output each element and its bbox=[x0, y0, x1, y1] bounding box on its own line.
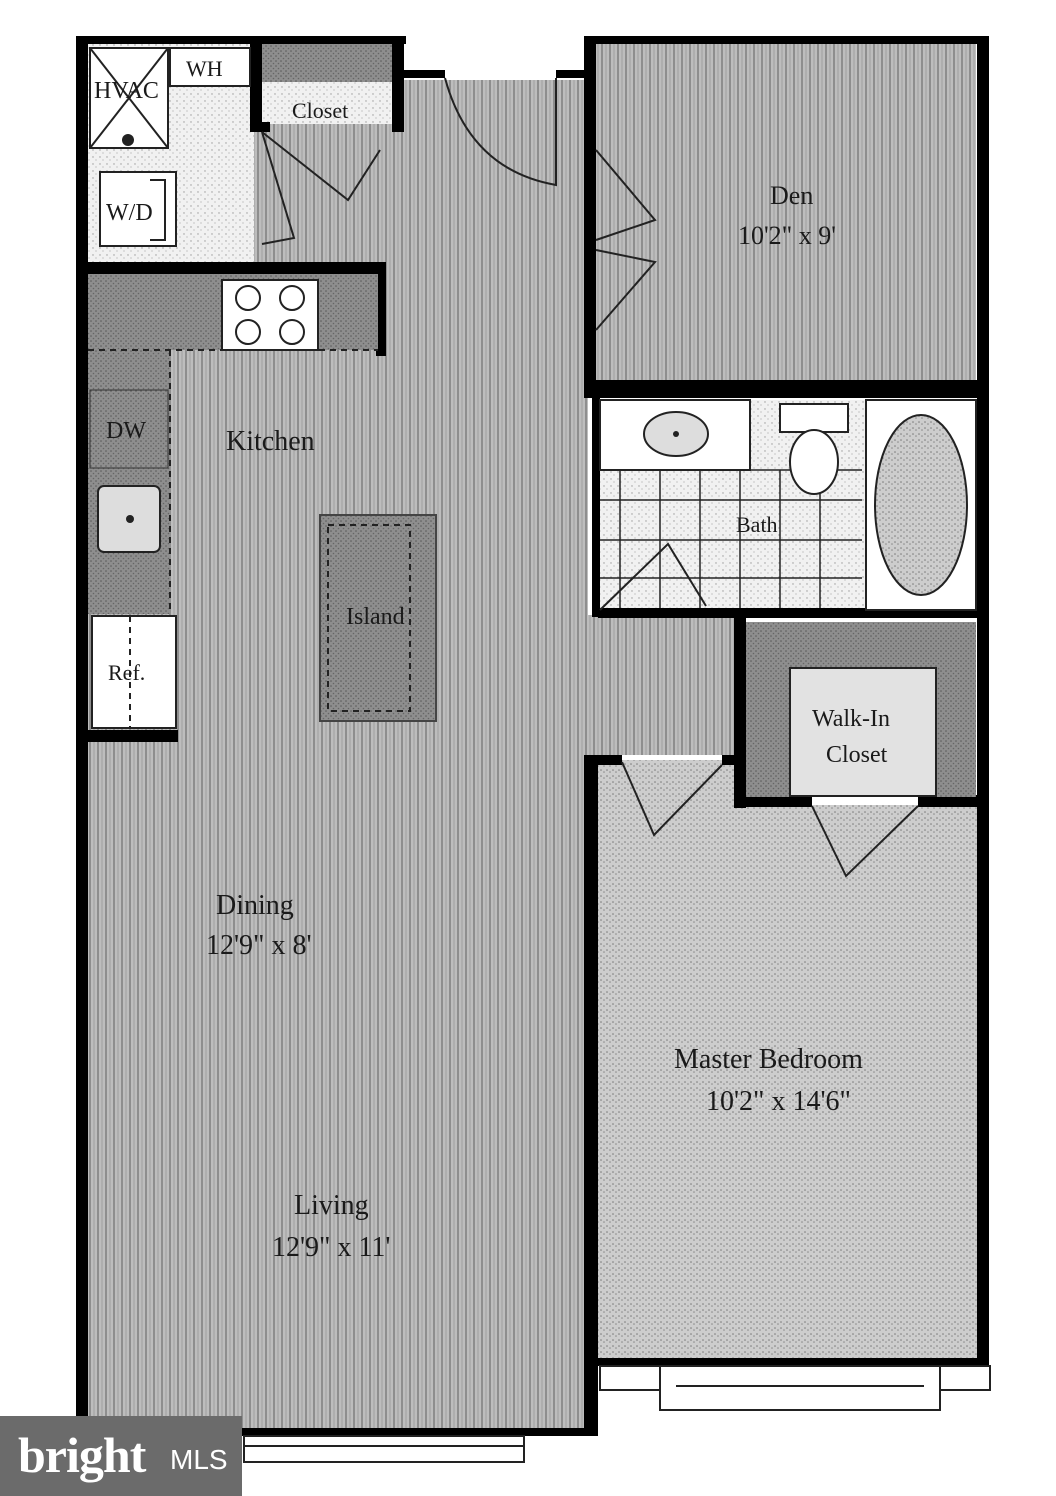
label-living-size: 12'9" x 11' bbox=[272, 1232, 390, 1263]
label-wd: W/D bbox=[106, 200, 153, 226]
label-walkin-2: Closet bbox=[826, 742, 888, 768]
wd-unit bbox=[99, 171, 177, 247]
wall-kitchen-right bbox=[376, 262, 386, 356]
wall-mid-vertical-upper bbox=[584, 36, 596, 386]
label-dw: DW bbox=[106, 418, 146, 444]
tub-basin bbox=[874, 414, 968, 596]
wall-bottom-right bbox=[597, 1358, 989, 1366]
label-master-size: 10'2" x 14'6" bbox=[706, 1086, 851, 1117]
wall-bath-bottom bbox=[598, 608, 988, 618]
label-den-size: 10'2" x 9' bbox=[738, 221, 836, 250]
bath-sink-drain-icon bbox=[673, 431, 679, 437]
label-hvac: HVAC bbox=[94, 78, 159, 104]
wall-den-bottom bbox=[584, 380, 989, 392]
wall-closet-right bbox=[392, 36, 404, 132]
wall-bath-left bbox=[592, 392, 600, 617]
window-master-bay bbox=[659, 1365, 941, 1411]
toilet-bowl bbox=[789, 429, 839, 495]
walkin-door bbox=[811, 805, 919, 878]
label-closet: Closet bbox=[292, 98, 348, 123]
bright-mls-watermark: bright MLS bbox=[0, 1416, 242, 1496]
burner-icon bbox=[235, 319, 261, 345]
hall-floor bbox=[585, 615, 740, 755]
wall-master-top-left bbox=[584, 755, 622, 765]
label-wh: WH bbox=[186, 56, 223, 81]
toilet-tank bbox=[779, 403, 849, 433]
closet-shelf bbox=[262, 44, 392, 82]
wall-walkin-bottom-right bbox=[918, 795, 988, 807]
master-floor bbox=[597, 805, 977, 1360]
label-den: Den bbox=[770, 181, 813, 210]
wall-utility-bottom bbox=[76, 262, 386, 274]
wall-walkin-bottom-left bbox=[734, 795, 812, 807]
wall-closet-bottom bbox=[250, 122, 270, 132]
wall-utility-right bbox=[250, 36, 262, 130]
sink-drain-icon bbox=[126, 515, 134, 523]
label-dining: Dining bbox=[216, 890, 294, 921]
burner-icon bbox=[279, 285, 305, 311]
label-walkin-1: Walk-In bbox=[812, 706, 890, 732]
label-master: Master Bedroom bbox=[674, 1044, 863, 1075]
label-island: Island bbox=[346, 604, 405, 630]
wall-top-mid2 bbox=[556, 70, 584, 78]
wall-master-top-right bbox=[722, 755, 742, 765]
wh-box bbox=[169, 47, 251, 87]
dw-box bbox=[89, 389, 169, 469]
wall-top-mid bbox=[400, 70, 445, 78]
wall-top-right bbox=[584, 36, 989, 44]
master-door bbox=[621, 761, 723, 837]
entry-door bbox=[444, 77, 557, 187]
refrigerator bbox=[91, 615, 177, 729]
wall-bath-top bbox=[584, 390, 989, 398]
hvac-drain-icon bbox=[122, 134, 134, 146]
island bbox=[319, 514, 437, 722]
den-floor bbox=[594, 44, 976, 382]
label-bath: Bath bbox=[736, 512, 778, 537]
wall-mid-vertical-lower bbox=[584, 755, 598, 1435]
label-ref: Ref. bbox=[108, 660, 145, 685]
label-dining-size: 12'9" x 8' bbox=[206, 930, 312, 961]
wall-right bbox=[977, 36, 989, 1366]
walkin-inner bbox=[789, 667, 937, 797]
burner-icon bbox=[279, 319, 305, 345]
burner-icon bbox=[235, 285, 261, 311]
bath-door bbox=[599, 542, 707, 611]
island-outline bbox=[327, 524, 411, 712]
wall-top-left bbox=[76, 36, 406, 44]
label-living: Living bbox=[294, 1190, 369, 1221]
label-kitchen: Kitchen bbox=[226, 426, 315, 457]
watermark-brand: bright bbox=[18, 1427, 146, 1483]
wall-walkin-left bbox=[734, 618, 746, 808]
window-living bbox=[243, 1435, 525, 1463]
watermark-suffix: MLS bbox=[170, 1444, 228, 1475]
wall-ref-bottom bbox=[76, 730, 178, 742]
cooktop bbox=[221, 279, 319, 351]
den-door bbox=[595, 149, 657, 241]
wall-bottom-left bbox=[76, 1428, 598, 1436]
